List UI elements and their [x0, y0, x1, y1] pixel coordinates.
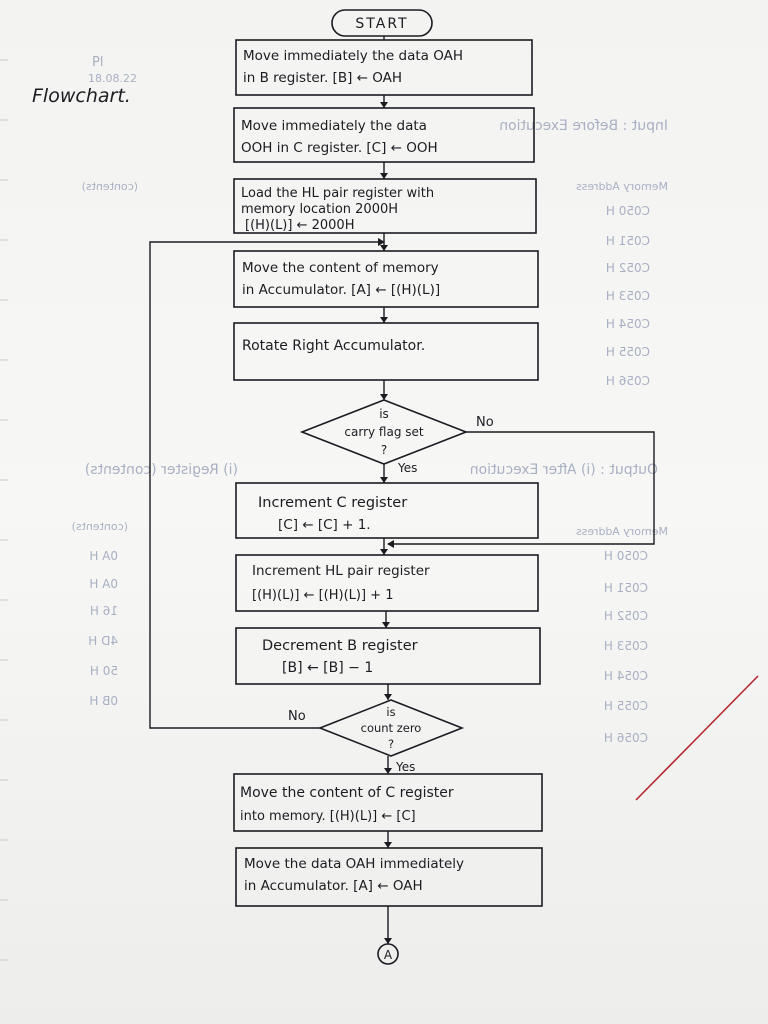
- ghost-addr-b5: C055 H: [604, 699, 648, 713]
- process-box-7: Increment HL pair register [(H)(L)] ← [(…: [235, 554, 539, 612]
- ghost-addr-b1: C051 H: [604, 581, 648, 595]
- process-box-3: Load the HL pair register with memory lo…: [233, 178, 537, 234]
- margin-ticks: [0, 59, 8, 961]
- decision-2-yes-label: Yes: [395, 760, 415, 774]
- page-mark: Pl: [92, 55, 103, 70]
- decision-count-zero: is count zero ? No Yes: [288, 699, 465, 774]
- bleed-through-text: Input : Before Execution Memory Address …: [72, 118, 668, 745]
- ghost-register-heading: (i) Register (contents): [85, 462, 238, 478]
- ghost-addr-b0: C050 H: [604, 549, 648, 563]
- process-box-3-line-2: memory location 2000H: [241, 202, 398, 217]
- ghost-addr-6: C056 H: [606, 374, 650, 388]
- decision-2-no-label: No: [288, 709, 306, 724]
- process-box-2: Move immediately the data OOH in C regis…: [233, 107, 535, 163]
- ghost-val-4: 50 H: [90, 664, 118, 678]
- decision-2-line-3: ?: [388, 737, 394, 751]
- ghost-contents-2: (contents): [72, 520, 128, 533]
- process-box-6-line-2: [C] ← [C] + 1.: [278, 517, 371, 533]
- ghost-addr-b4: C054 H: [604, 669, 648, 683]
- process-box-9-line-1: Move the content of C register: [240, 785, 454, 801]
- ghost-contents: (contents): [82, 180, 138, 193]
- process-box-4-line-2: in Accumulator. [A] ← [(H)(L)]: [242, 282, 440, 298]
- process-box-9-line-2: into memory. [(H)(L)] ← [C]: [240, 809, 416, 824]
- process-box-4: Move the content of memory in Accumulato…: [233, 250, 539, 308]
- ghost-input-heading: Input : Before Execution: [499, 118, 668, 134]
- flow-connectors: [149, 36, 655, 944]
- decision-1-yes-label: Yes: [397, 461, 417, 475]
- process-box-8-line-2: [B] ← [B] − 1: [282, 660, 373, 676]
- decision-carry-flag: is carry flag set ? No Yes: [299, 399, 494, 475]
- process-box-6-line-1: Increment C register: [258, 495, 407, 511]
- process-box-1: Move immediately the data OAH in B regis…: [235, 39, 533, 96]
- ghost-addr-0: C050 H: [606, 204, 650, 218]
- decision-1-line-1: is: [379, 407, 389, 421]
- process-box-4-line-1: Move the content of memory: [242, 260, 439, 276]
- start-terminal: [331, 9, 433, 37]
- process-box-2-line-2: OOH in C register. [C] ← OOH: [241, 140, 438, 156]
- ghost-addr-b2: C052 H: [604, 609, 648, 623]
- start-label: START: [355, 16, 408, 32]
- ghost-addr-3: C053 H: [606, 289, 650, 303]
- ghost-addr-4: C054 H: [606, 317, 650, 331]
- process-box-8-line-1: Decrement B register: [262, 638, 418, 654]
- ghost-addr-5: C055 H: [606, 345, 650, 359]
- decision-2-line-1: is: [386, 705, 395, 719]
- decision-1-line-2: carry flag set: [344, 425, 424, 439]
- process-box-10-line-1: Move the data OAH immediately: [244, 856, 464, 872]
- ghost-addr-1: C051 H: [606, 234, 650, 248]
- ghost-val-1: 0A H: [89, 577, 118, 591]
- process-box-3-line-3: [(H)(L)] ← 2000H: [245, 218, 354, 233]
- ghost-memory-address: Memory Address: [576, 180, 668, 193]
- process-box-5-line-1: Rotate Right Accumulator.: [242, 338, 425, 354]
- process-box-9: Move the content of C register into memo…: [233, 773, 543, 832]
- process-box-1-line-2: in B register. [B] ← OAH: [243, 70, 402, 86]
- process-box-5: Rotate Right Accumulator.: [233, 322, 539, 381]
- ghost-addr-2: C052 H: [606, 261, 650, 275]
- page-date: 18.08.22: [88, 72, 137, 85]
- decision-1-line-3: ?: [381, 443, 387, 457]
- ghost-val-3: 4D H: [88, 634, 118, 648]
- ghost-val-5: 0B H: [89, 694, 118, 708]
- ghost-addr-b3: C053 H: [604, 639, 648, 653]
- red-pen-stroke: [635, 675, 759, 801]
- ghost-addr-b6: C056 H: [604, 731, 648, 745]
- process-box-1-line-1: Move immediately the data OAH: [243, 48, 463, 64]
- process-box-6: Increment C register [C] ← [C] + 1.: [235, 482, 539, 539]
- process-box-8: Decrement B register [B] ← [B] − 1: [235, 627, 541, 685]
- end-connector-label: A: [384, 948, 393, 962]
- process-box-10: Move the data OAH immediately in Accumul…: [235, 847, 543, 907]
- ghost-output-heading: Output : (i) After Execution: [470, 462, 658, 478]
- process-box-7-line-2: [(H)(L)] ← [(H)(L)] + 1: [252, 588, 393, 603]
- decision-2-line-2: count zero: [361, 721, 422, 735]
- ghost-memory-address-2: Memory Address: [576, 525, 668, 538]
- ghost-val-2: 16 H: [90, 604, 118, 618]
- process-box-7-line-1: Increment HL pair register: [252, 563, 430, 579]
- decision-1-no-label: No: [476, 415, 494, 430]
- process-box-3-line-1: Load the HL pair register with: [241, 186, 434, 201]
- process-box-10-line-2: in Accumulator. [A] ← OAH: [244, 878, 423, 894]
- ghost-val-0: 0A H: [89, 549, 118, 563]
- page-title: Flowchart.: [32, 85, 131, 107]
- process-box-2-line-1: Move immediately the data: [241, 118, 427, 134]
